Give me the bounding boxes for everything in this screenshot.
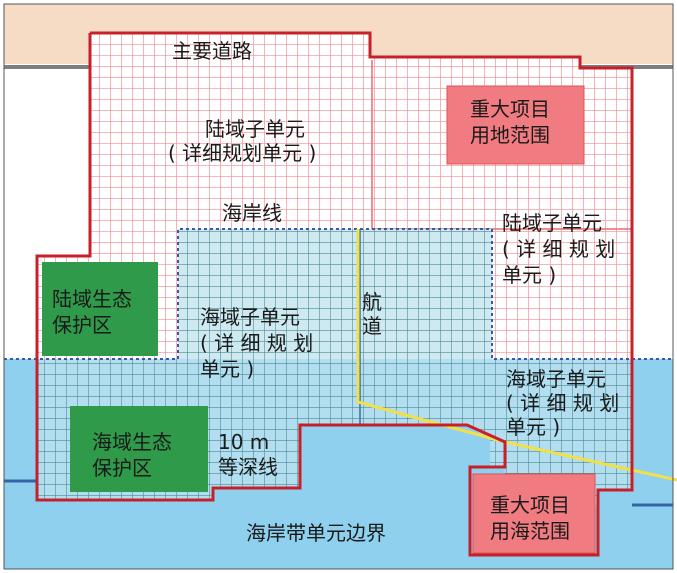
sea-eco-reserve-label-1: 海域生态 [92, 430, 172, 454]
sea-sub-unit-b-label-3: 单元 ) [506, 415, 560, 439]
major-project-land-label-2: 用地范围 [470, 123, 550, 147]
sea-sub-unit-a-label-2: ( 详 细 规 划 [200, 331, 313, 355]
sea-eco-reserve [70, 406, 208, 492]
land-sub-unit-b-label-2: ( 详 细 规 划 [502, 237, 615, 261]
land-eco-reserve-label-2: 保护区 [52, 313, 112, 337]
sea-eco-reserve-label-2: 保护区 [92, 456, 152, 480]
land-sub-unit-a-label-2: ( 详细规划单元 ) [168, 141, 316, 165]
major-project-sea-area [472, 473, 596, 554]
land-eco-reserve-label-1: 陆域生态 [52, 287, 132, 311]
coastal-zone-boundary-label: 海岸带单元边界 [246, 521, 386, 545]
major-project-land-area [446, 85, 585, 165]
nearshore-sea-grid [178, 229, 492, 359]
sea-sub-unit-b-label-2: ( 详 细 规 划 [506, 391, 619, 415]
depth-contour-label-1: 10 m [218, 430, 269, 454]
depth-contour-label-2: 等深线 [218, 455, 278, 479]
sea-sub-unit-a-label-3: 单元 ) [200, 357, 254, 381]
land-sub-unit-b-label-1: 陆域子单元 [502, 211, 602, 235]
channel-line [356, 229, 677, 482]
land-sub-unit-b-label-3: 单元 ) [502, 263, 556, 287]
land-sub-unit-a-label-1: 陆域子单元 [205, 117, 305, 141]
major-project-sea-label-1: 重大项目 [490, 493, 570, 517]
planning-unit-boundary [35, 31, 634, 557]
coastline-dotted-line [4, 228, 673, 360]
coastline-label: 海岸线 [222, 201, 282, 225]
sea-sub-unit-b-label-1: 海域子单元 [506, 367, 606, 391]
major-project-land-label-1: 重大项目 [470, 97, 550, 121]
land-eco-reserve [42, 262, 158, 356]
diagram-frame [3, 3, 674, 570]
main-road-label: 主要道路 [172, 39, 252, 63]
sea-sub-unit-a-label-1: 海域子单元 [200, 305, 300, 329]
channel-label-1: 航 [362, 290, 382, 314]
major-project-sea-label-2: 用海范围 [490, 519, 570, 543]
channel-label-2: 道 [362, 314, 382, 338]
